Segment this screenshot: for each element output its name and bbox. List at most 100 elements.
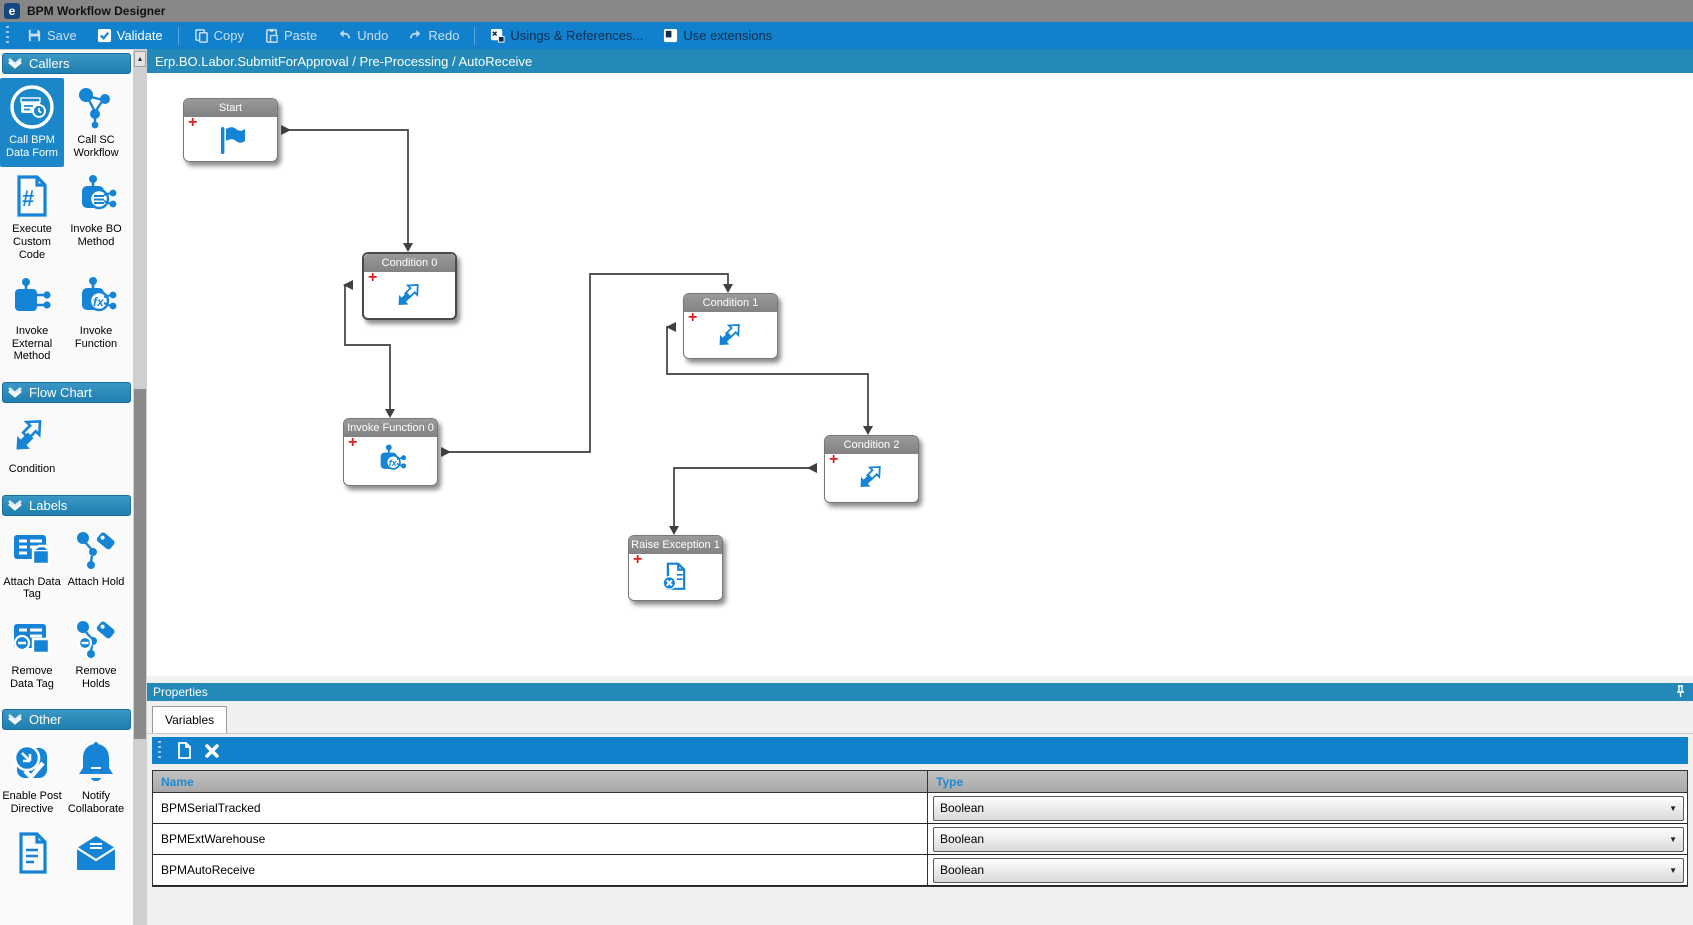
node-condition-2[interactable]: Condition 2 + [824, 435, 919, 503]
sc-workflow-icon [79, 88, 110, 129]
workflow-canvas[interactable]: Start + Condition 0 + Condition 1 + Invo… [147, 73, 1693, 676]
pin-icon[interactable] [1674, 685, 1687, 698]
node-invoke-function-0[interactable]: Invoke Function 0 + fx [343, 418, 438, 486]
add-connection-icon[interactable]: + [829, 451, 839, 468]
section-header-flow-chart[interactable]: Flow Chart [2, 382, 131, 404]
sidebar-scrollbar[interactable]: ▲ [133, 49, 147, 925]
palette-item-label: Remove Data Tag [10, 665, 54, 690]
chevron-down-icon [8, 387, 22, 398]
palette-item-partial-envelope[interactable] [64, 824, 128, 888]
node-start[interactable]: Start + [183, 98, 278, 162]
labels-grid: Attach Data Tag Attach Hold Remove Data … [0, 518, 133, 707]
chevron-down-icon [8, 714, 22, 726]
validate-label: Validate [116, 28, 163, 43]
usings-references-button[interactable]: Usings & References... [480, 22, 653, 49]
undo-button[interactable]: Undo [327, 22, 398, 49]
table-row[interactable]: BPMAutoReceive Boolean ▼ [153, 855, 1687, 886]
variable-name-cell[interactable]: BPMExtWarehouse [153, 824, 928, 854]
palette-item-attach-hold[interactable]: Attach Hold [64, 520, 128, 609]
variable-name-cell[interactable]: BPMSerialTracked [153, 793, 928, 823]
variables-table: Name Type BPMSerialTracked Boolean ▼ BPM… [152, 770, 1688, 887]
redo-icon [410, 29, 421, 39]
palette-item-label: Remove Holds [75, 665, 117, 690]
notify-collaborate-icon [79, 742, 113, 782]
palette-item-attach-data-tag[interactable]: Attach Data Tag [0, 520, 64, 609]
undo-icon [340, 29, 351, 39]
delete-x-icon [205, 743, 219, 758]
delete-variable-button[interactable] [198, 737, 226, 764]
add-connection-icon[interactable]: + [688, 309, 698, 326]
paste-button[interactable]: Paste [254, 22, 327, 49]
table-row[interactable]: BPMSerialTracked Boolean ▼ [153, 793, 1687, 824]
title-bar: e BPM Workflow Designer [0, 0, 1693, 22]
table-row[interactable]: BPMExtWarehouse Boolean ▼ [153, 824, 1687, 855]
validate-checkbox-icon [97, 28, 111, 43]
redo-button[interactable]: Redo [398, 22, 469, 49]
add-connection-icon[interactable]: + [348, 434, 358, 451]
redo-label: Redo [428, 28, 460, 43]
section-header-labels[interactable]: Labels [2, 494, 131, 516]
tab-variables[interactable]: Variables [152, 706, 228, 733]
node-title: Condition 0 [364, 254, 455, 272]
node-raise-exception-1[interactable]: Raise Exception 1 + [628, 535, 723, 601]
palette-item-call-bpm-data-form[interactable]: Call BPM Data Form [0, 78, 64, 168]
palette-item-invoke-external-method[interactable]: Invoke External Method [0, 269, 64, 371]
section-header-callers[interactable]: Callers [2, 53, 131, 74]
panel-divider [147, 676, 1693, 683]
use-extensions-button[interactable]: Use extensions [653, 22, 782, 49]
save-button[interactable]: Save [17, 22, 87, 49]
palette-item-remove-data-tag[interactable]: Remove Data Tag [0, 609, 64, 698]
type-dropdown[interactable]: Boolean ▼ [933, 795, 1684, 821]
external-method-icon [15, 278, 51, 312]
palette-item-label: Enable Post Directive [2, 790, 62, 815]
palette-item-partial-document[interactable] [0, 824, 64, 888]
type-value: Boolean [940, 832, 985, 846]
chevron-down-icon [8, 499, 22, 511]
chevron-down-icon [8, 58, 22, 69]
usings-references-label: Usings & References... [510, 28, 644, 43]
palette-sidebar: Callers Call BPM Data Form Call SC Workf… [0, 49, 133, 925]
node-condition-1[interactable]: Condition 1 + [683, 293, 778, 359]
breadcrumb-path: Erp.BO.Labor.SubmitForApproval / Pre-Pro… [155, 53, 533, 69]
add-connection-icon[interactable]: + [633, 551, 643, 568]
palette-item-label: Notify Collaborate [67, 790, 125, 815]
condition-icon [398, 284, 419, 305]
palette-item-execute-custom-code[interactable]: # Execute Custom Code [0, 167, 64, 269]
section-header-other[interactable]: Other [2, 709, 131, 731]
palette-item-enable-post-directive[interactable]: Enable Post Directive [0, 734, 64, 823]
type-dropdown[interactable]: Boolean ▼ [933, 857, 1684, 883]
scrollbar-thumb[interactable] [134, 389, 146, 739]
add-connection-icon[interactable]: + [188, 114, 198, 131]
toolbar-drag-handle[interactable] [156, 741, 164, 760]
custom-code-icon: # [17, 175, 47, 217]
palette-item-label: Execute Custom Code [12, 223, 52, 261]
variable-name-cell[interactable]: BPMAutoReceive [153, 855, 928, 885]
properties-title: Properties [153, 685, 208, 699]
chevron-down-icon: ▼ [1669, 865, 1677, 875]
node-title: Condition 2 [825, 436, 918, 454]
column-header-type[interactable]: Type [936, 774, 964, 789]
copy-button[interactable]: Copy [184, 22, 254, 49]
new-variable-button[interactable] [170, 737, 198, 764]
use-extensions-label: Use extensions [683, 28, 773, 43]
toolbar-drag-handle[interactable] [3, 25, 13, 46]
palette-item-label: Invoke Function [74, 325, 118, 350]
section-title: Callers [29, 56, 70, 71]
palette-item-condition[interactable]: Condition [0, 407, 64, 484]
scroll-up-button[interactable]: ▲ [134, 51, 146, 67]
palette-item-call-sc-workflow[interactable]: Call SC Workflow [64, 78, 128, 167]
node-title: Condition 1 [684, 294, 777, 312]
add-connection-icon[interactable]: + [368, 269, 378, 286]
condition-icon [16, 420, 42, 450]
document-icon [19, 832, 47, 874]
copy-icon [194, 29, 208, 43]
palette-item-invoke-function[interactable]: fx Invoke Function [64, 269, 128, 371]
validate-button[interactable]: Validate [87, 22, 173, 49]
column-header-name[interactable]: Name [153, 771, 928, 792]
node-condition-0[interactable]: Condition 0 + [362, 252, 457, 320]
save-label: Save [47, 28, 77, 43]
type-dropdown[interactable]: Boolean ▼ [933, 826, 1684, 852]
palette-item-notify-collaborate[interactable]: Notify Collaborate [64, 734, 128, 823]
palette-item-invoke-bo-method[interactable]: Invoke BO Method [64, 167, 128, 269]
palette-item-remove-holds[interactable]: Remove Holds [64, 609, 128, 698]
